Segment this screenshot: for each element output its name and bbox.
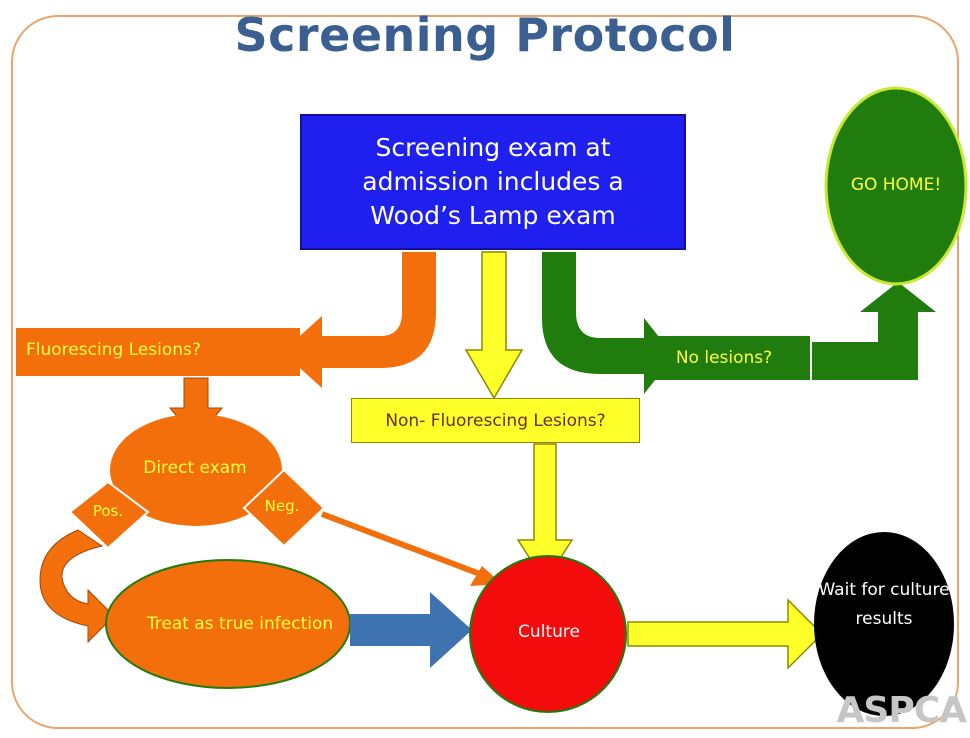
go-home-node [824,86,968,286]
fluorescing-label-box [16,328,300,376]
direct-exam-node [110,414,282,526]
treat-infection-label: Treat as true infection [146,614,334,634]
fluorescing-lesions-label: Fluorescing Lesions? [26,340,201,360]
arrow-to-fluorescing [282,252,436,388]
culture-label: Culture [518,622,580,642]
pos-diamond [68,480,150,550]
page-title: Screening Protocol [234,8,736,62]
go-home-label: GO HOME! [850,175,942,195]
arrow-culture-to-wait [627,598,824,670]
culture-node [469,555,627,713]
arrow-pos-to-treat [39,529,115,644]
arrow-to-go-home [812,282,936,380]
arrow-treat-to-culture [350,592,472,668]
arrow-to-no-lesions [542,252,674,394]
wait-node [814,532,954,716]
no-lesions-label-box [646,336,810,380]
arrow-neg-to-culture [320,511,482,577]
no-lesions-label: No lesions? [675,348,773,368]
pos-label: Pos. [92,502,124,520]
direct-exam-label: Direct exam [143,458,247,478]
neg-diamond [242,468,326,548]
screening-exam-box: Screening exam at admission includes a W… [300,114,686,250]
neg-label: Neg. [264,497,300,515]
aspca-logo: ASPCA [836,690,967,731]
non-fluorescing-lesions-box: Non- Fluorescing Lesions? [351,398,640,443]
arrow-to-non-fluorescing [464,251,524,400]
wait-results-label: Wait for culture results [818,580,950,629]
